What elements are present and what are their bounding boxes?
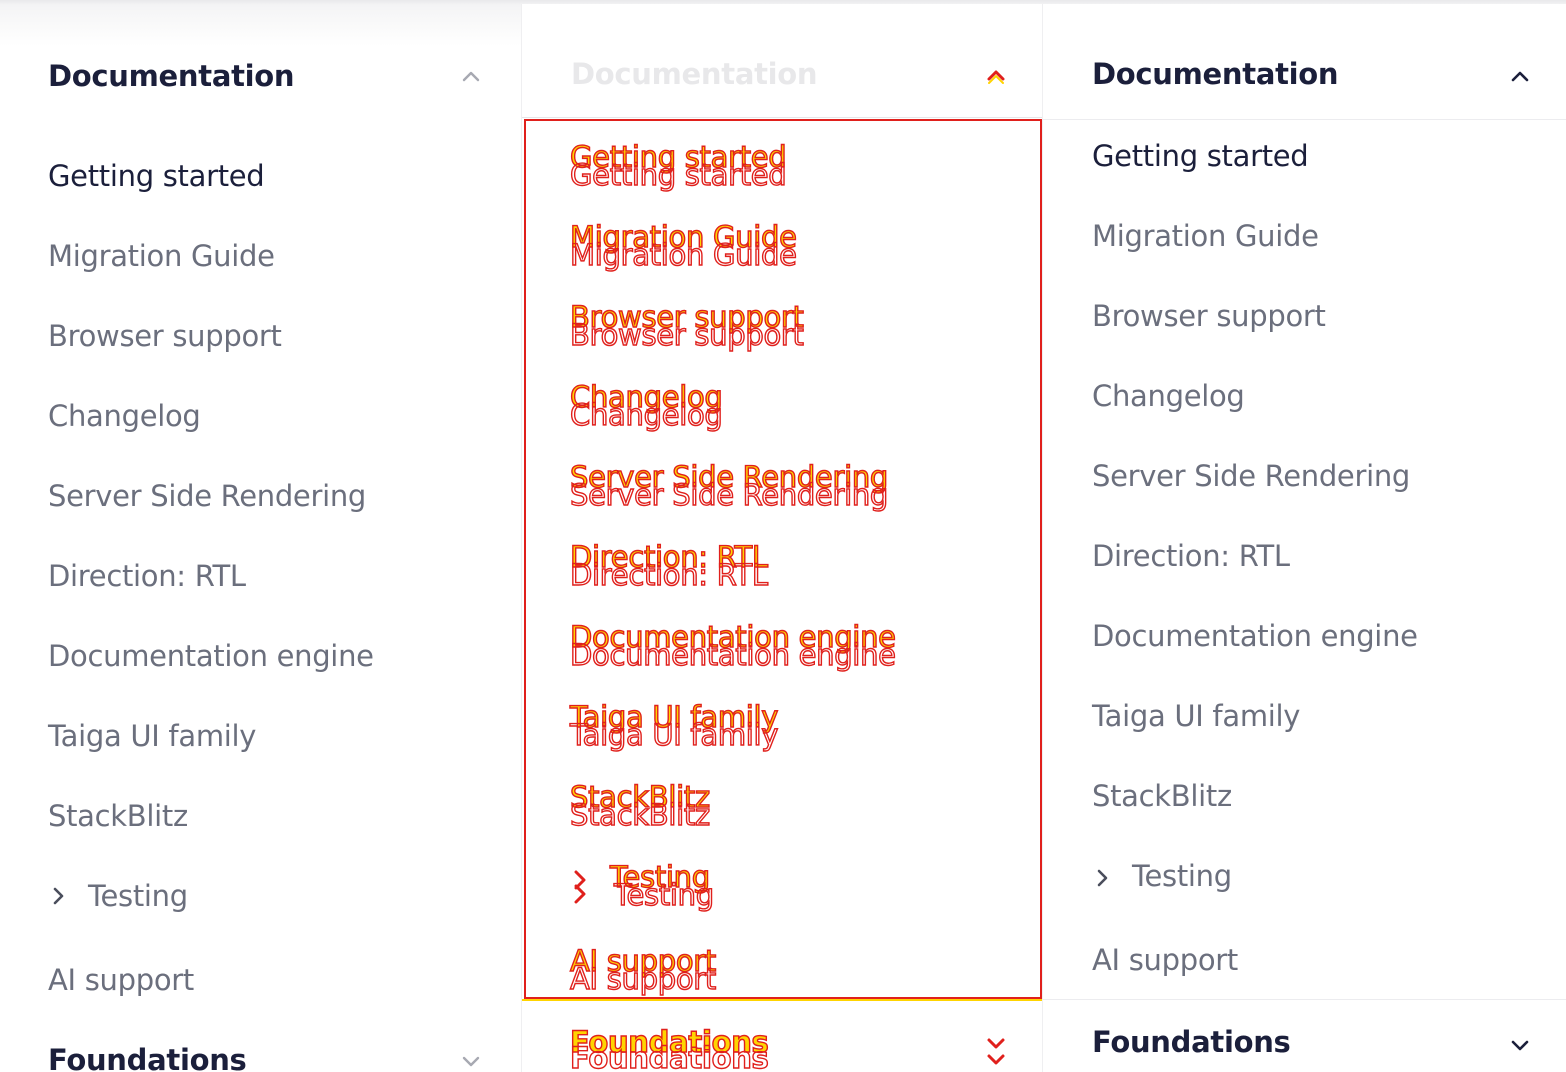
nav-item-migration-guide[interactable]: Migration Guide bbox=[1092, 219, 1319, 253]
chevron-right-icon[interactable] bbox=[568, 868, 592, 908]
ghost-outline-text: Taiga UI family bbox=[569, 717, 779, 752]
ghost-outline-text: Testing bbox=[613, 877, 715, 912]
nav-item-browser-support[interactable]: Browser support bbox=[48, 319, 282, 353]
ghost-outline-text: Direction: RTL bbox=[569, 557, 768, 592]
section-header-documentation[interactable]: Documentation bbox=[48, 59, 295, 93]
chevron-down-icon[interactable] bbox=[1508, 1033, 1532, 1057]
header-divider bbox=[1043, 119, 1566, 120]
ghost-fill-text: StackBlitz bbox=[570, 780, 710, 814]
nav-item-taiga-family[interactable]: Taiga UI family bbox=[48, 719, 257, 753]
ghost-outline-text: Browser support bbox=[569, 317, 804, 352]
ghost-outline-text: StackBlitz bbox=[569, 779, 711, 814]
section-header-foundations[interactable]: Foundations bbox=[48, 1043, 247, 1072]
ghost-fill-text: Browser support bbox=[570, 300, 804, 334]
chevron-right-icon[interactable] bbox=[46, 884, 70, 908]
nav-item-getting-started[interactable]: Getting started bbox=[1092, 139, 1309, 173]
sidebar-left: Documentation Getting started Migration … bbox=[0, 46, 521, 1072]
ghost-outline-text: Getting started bbox=[569, 157, 787, 192]
nav-item-changelog[interactable]: Changelog bbox=[48, 399, 201, 433]
debug-bottom-line bbox=[522, 999, 1042, 1001]
ghost-outline-text: Changelog bbox=[569, 397, 723, 432]
nav-item-documentation-engine[interactable]: Documentation engine bbox=[48, 639, 374, 673]
nav-item-direction-rtl[interactable]: Direction: RTL bbox=[48, 559, 246, 593]
section-divider bbox=[1043, 999, 1566, 1000]
nav-item-ai-support[interactable]: AI support bbox=[48, 963, 194, 997]
ghost-outline-text: Documentation engine bbox=[569, 619, 896, 654]
ghost-fill-text: Documentation engine bbox=[570, 620, 896, 654]
section-header-documentation-faded[interactable]: Documentation bbox=[571, 57, 818, 91]
ghost-outline-text: AI support bbox=[569, 961, 717, 996]
ghost-fill-text: Direction: RTL bbox=[570, 540, 768, 574]
ghost-fill-text: Server Side Rendering bbox=[570, 460, 889, 494]
nav-item-stackblitz[interactable]: StackBlitz bbox=[48, 799, 188, 833]
nav-item-direction-rtl[interactable]: Direction: RTL bbox=[1092, 539, 1290, 573]
chevron-down-icon[interactable] bbox=[984, 1034, 1008, 1072]
chevron-down-icon[interactable] bbox=[459, 1049, 483, 1072]
section-header-documentation[interactable]: Documentation bbox=[1092, 57, 1339, 91]
nav-item-browser-support[interactable]: Browser support bbox=[1092, 299, 1326, 333]
chevron-up-icon[interactable] bbox=[459, 65, 483, 89]
ghost-fill-text: Testing bbox=[610, 860, 710, 894]
nav-item-stackblitz[interactable]: StackBlitz bbox=[1092, 779, 1232, 813]
ghost-outline-text: Direction: RTL bbox=[569, 539, 768, 574]
debug-outline-box bbox=[524, 119, 1042, 999]
ghost-outline-text: Taiga UI family bbox=[569, 699, 779, 734]
nav-item-ssr[interactable]: Server Side Rendering bbox=[48, 479, 367, 513]
nav-item-testing[interactable]: Testing bbox=[1132, 859, 1232, 893]
ghost-outline-text: Foundations bbox=[569, 1040, 769, 1072]
ghost-outline-text: Testing bbox=[609, 859, 711, 894]
ghost-outline-text: Documentation engine bbox=[569, 637, 896, 672]
sidebar-debug-overlay: Documentation Getting started Getting st… bbox=[521, 4, 1043, 1072]
section-header-foundations[interactable]: Foundations bbox=[1092, 1025, 1291, 1059]
ghost-outline-text: AI support bbox=[569, 943, 717, 978]
chevron-up-icon[interactable] bbox=[984, 64, 1008, 88]
sidebar-right: Documentation Getting started Migration … bbox=[1043, 4, 1566, 1072]
ghost-fill-text: Getting started bbox=[570, 140, 787, 174]
ghost-outline-text: Server Side Rendering bbox=[569, 459, 889, 494]
ghost-fill-text: Taiga UI family bbox=[570, 700, 779, 734]
nav-item-migration-guide[interactable]: Migration Guide bbox=[48, 239, 275, 273]
ghost-outline-text: StackBlitz bbox=[569, 797, 711, 832]
chevron-up-icon[interactable] bbox=[1508, 65, 1532, 89]
ghost-outline-text: Migration Guide bbox=[569, 237, 797, 272]
ghost-outline-text: Getting started bbox=[569, 139, 787, 174]
ghost-outline-text: Foundations bbox=[569, 1024, 769, 1059]
chevron-right-icon[interactable] bbox=[1090, 866, 1114, 890]
nav-item-ai-support[interactable]: AI support bbox=[1092, 943, 1238, 977]
ghost-outline-text: Server Side Rendering bbox=[569, 477, 889, 512]
ghost-fill-text: AI support bbox=[570, 944, 716, 978]
nav-item-changelog[interactable]: Changelog bbox=[1092, 379, 1245, 413]
ghost-fill-text: Changelog bbox=[570, 380, 723, 414]
nav-item-getting-started[interactable]: Getting started bbox=[48, 159, 265, 193]
ghost-fill-text: Migration Guide bbox=[570, 220, 797, 254]
nav-item-taiga-family[interactable]: Taiga UI family bbox=[1092, 699, 1301, 733]
header-divider bbox=[522, 117, 1042, 118]
nav-item-documentation-engine[interactable]: Documentation engine bbox=[1092, 619, 1418, 653]
ghost-outline-text: Browser support bbox=[569, 299, 804, 334]
nav-item-testing[interactable]: Testing bbox=[88, 879, 188, 913]
nav-item-ssr[interactable]: Server Side Rendering bbox=[1092, 459, 1411, 493]
ghost-fill-text: Foundations bbox=[570, 1025, 769, 1059]
ghost-outline-text: Migration Guide bbox=[569, 219, 797, 254]
ghost-outline-text: Changelog bbox=[569, 379, 723, 414]
